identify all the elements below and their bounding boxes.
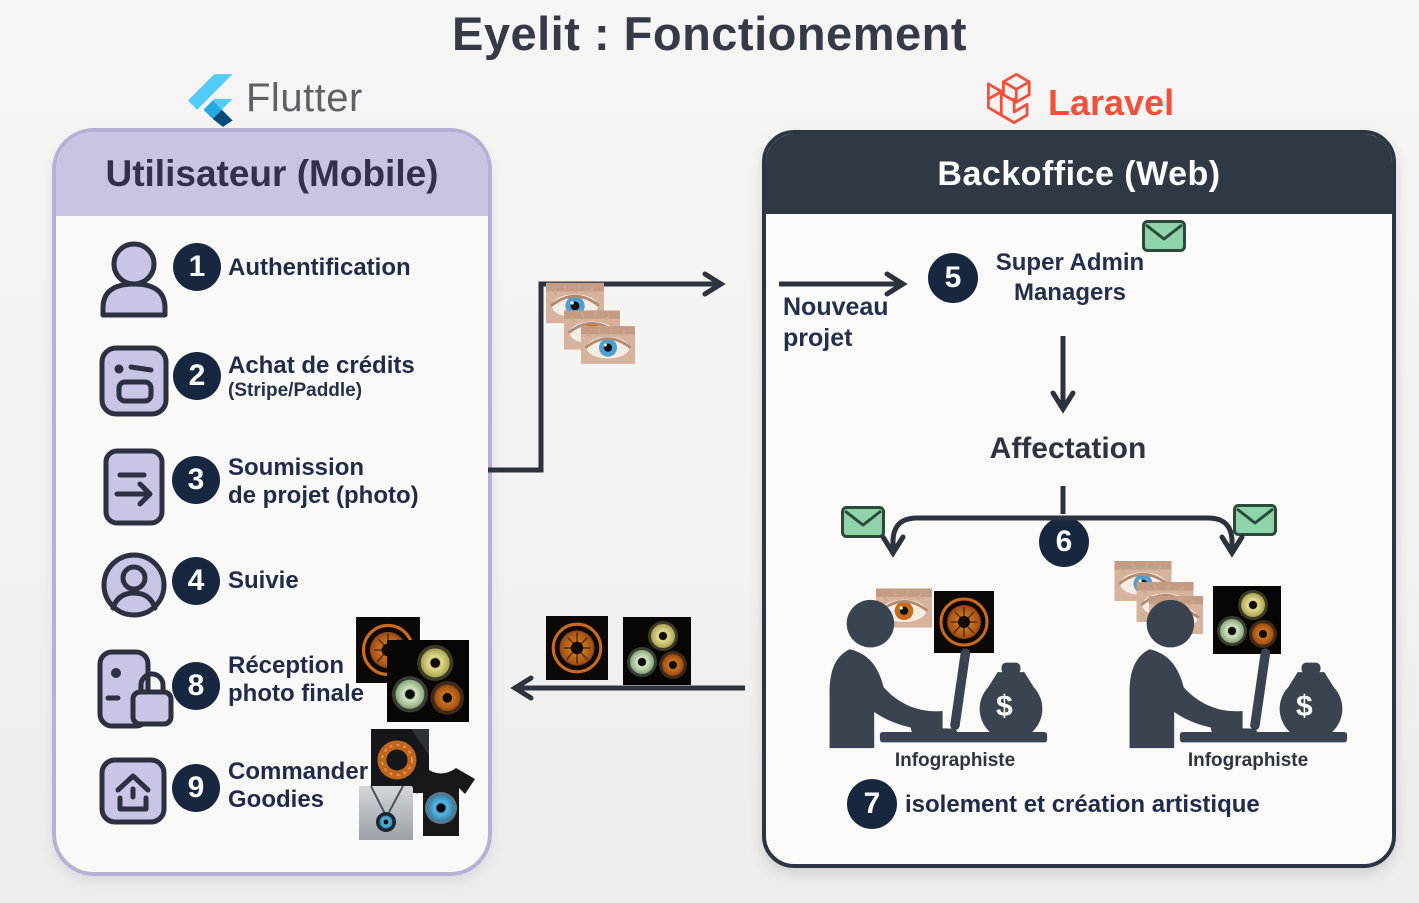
mobile-panel-header: Utilisateur (Mobile) — [56, 132, 488, 216]
step-8-badge: 8 — [172, 662, 220, 710]
final-photo-trio-art — [385, 640, 471, 722]
submit-project-icon — [102, 448, 166, 526]
step-2-sublabel: (Stripe/Paddle) — [228, 380, 363, 401]
laravel-wordmark: Laravel — [1048, 82, 1175, 123]
step-9-label: Commander — [228, 758, 369, 785]
goodies-tshirt — [401, 762, 481, 842]
step-8-label2: photo finale — [228, 680, 364, 707]
step-4-badge: 4 — [172, 557, 220, 605]
nouveau-projet-label: Nouveau projet — [783, 293, 889, 352]
step-5-label: Super Admin Managers — [995, 249, 1145, 306]
step-4-label: Suivie — [228, 567, 299, 594]
flutter-logo-icon — [186, 72, 234, 128]
delivered-trio-art — [623, 617, 691, 685]
infographiste-right-label: Infographiste — [1187, 750, 1309, 771]
infographiste-left-label: Infographiste — [894, 750, 1016, 771]
step-9-badge: 9 — [172, 764, 220, 812]
step-3-label2: de projet (photo) — [228, 482, 419, 509]
account-circle-icon — [100, 551, 168, 619]
step-7-badge: 7 — [847, 779, 897, 829]
envelope-right-icon — [1233, 504, 1277, 536]
order-goodies-icon — [98, 756, 168, 826]
step-5-badge: 5 — [928, 253, 978, 303]
delivered-ring-art — [546, 614, 608, 682]
credit-card-icon — [98, 344, 170, 418]
step-2-label: Achat de crédits — [228, 352, 415, 379]
step-6-badge: 6 — [1039, 517, 1089, 567]
submitted-eye-photo-3 — [581, 326, 635, 364]
step-2-badge: 2 — [173, 352, 221, 400]
dollar-sign-left: $ — [996, 690, 1013, 723]
laravel-logo-icon — [984, 70, 1040, 128]
web-panel-header: Backoffice (Web) — [766, 134, 1392, 214]
flutter-wordmark: Flutter — [246, 76, 363, 120]
step-1-badge: 1 — [173, 243, 221, 291]
envelope-left-icon — [841, 506, 885, 538]
step-1-label: Authentification — [228, 254, 411, 281]
phone-lock-icon — [96, 648, 178, 732]
dollar-sign-right: $ — [1296, 690, 1313, 723]
step-9-label2: Goodies — [228, 786, 325, 813]
step-3-badge: 3 — [172, 456, 220, 504]
step-8-label: Réception — [228, 652, 345, 679]
user-icon — [98, 240, 170, 318]
step-3-label: Soumission — [228, 454, 365, 481]
affectation-label: Affectation — [989, 432, 1147, 465]
page-title: Eyelit : Fonctionement — [452, 7, 967, 60]
infographiste-left-icon — [820, 598, 1050, 750]
infographiste-right-icon — [1120, 598, 1350, 750]
step-7-label: isolement et création artistique — [905, 791, 1260, 818]
